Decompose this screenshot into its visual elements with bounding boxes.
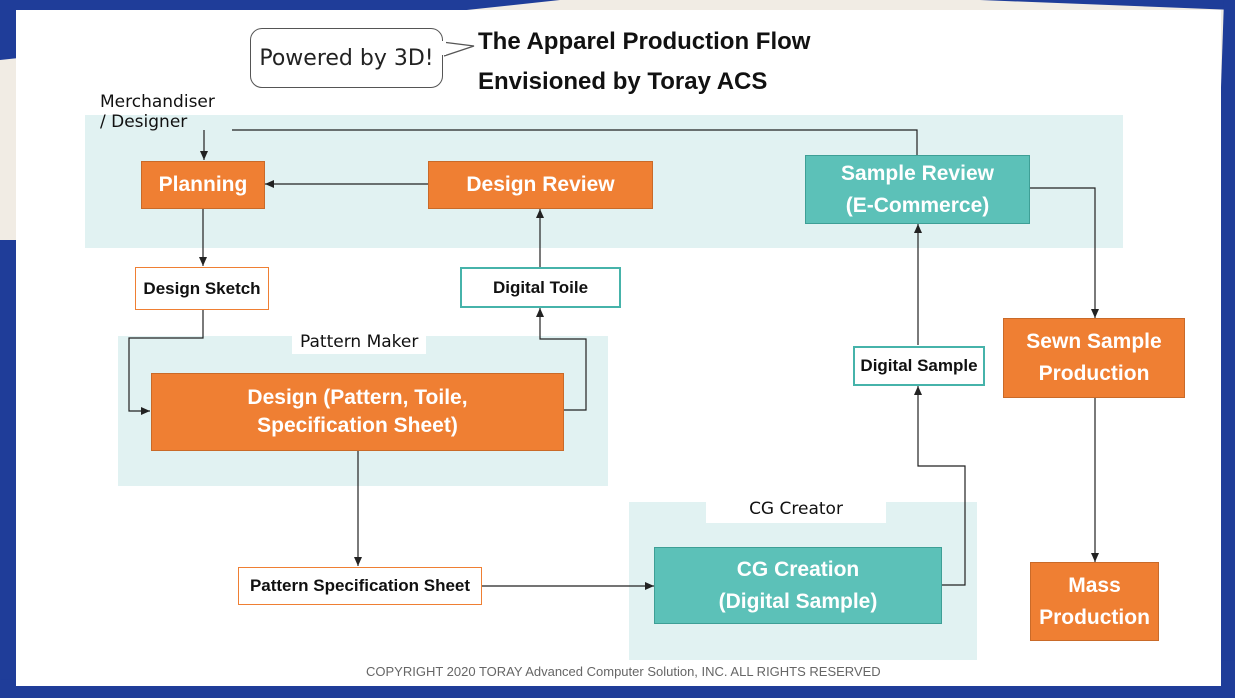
- line-merch-to-sample-review: [232, 129, 918, 155]
- node-planning: Planning: [141, 161, 265, 209]
- node-design-review-label: Design Review: [466, 173, 615, 196]
- node-design-sketch: Design Sketch: [135, 267, 269, 310]
- node-cg-creation: CG Creation (Digital Sample): [654, 547, 942, 624]
- node-pattern-spec-sheet-label: Pattern Specification Sheet: [249, 576, 471, 595]
- copyright-text: COPYRIGHT 2020 TORAY Advanced Computer S…: [366, 664, 881, 679]
- arrow-sketch-to-design: [128, 310, 204, 415]
- node-digital-toile: Digital Toile: [460, 267, 621, 308]
- node-design-line1: Design (Pattern, Toile,: [247, 386, 468, 409]
- page-title-line2: Envisioned by Toray ACS: [478, 68, 768, 95]
- node-pattern-spec-sheet: Pattern Specification Sheet: [238, 567, 482, 605]
- arrow-design-to-toile: [536, 308, 587, 411]
- node-design-sketch-label: Design Sketch: [143, 278, 261, 298]
- node-cg-creation-line1: CG Creation: [736, 557, 860, 581]
- node-digital-sample: Digital Sample: [853, 346, 985, 386]
- callout-text: Powered by 3D!: [259, 45, 434, 71]
- arrow-cg-to-digital-sample: [914, 386, 966, 586]
- arrow-review-to-sewn: [1030, 187, 1099, 318]
- node-mass-production-line1: Mass: [1068, 573, 1121, 597]
- role-merchandiser-line1: Merchandiser: [100, 92, 215, 112]
- node-planning-label: Planning: [158, 173, 248, 196]
- node-sewn-sample-line1: Sewn Sample: [1026, 330, 1162, 353]
- role-pattern-maker: Pattern Maker: [292, 330, 427, 354]
- node-sewn-sample-line2: Production: [1038, 362, 1150, 385]
- frame-blue-top-right: [980, 0, 1235, 10]
- callout-bubble: Powered by 3D!: [250, 28, 443, 88]
- role-cg-creator: CG Creator: [706, 498, 886, 523]
- node-sample-review: Sample Review (E-Commerce): [805, 155, 1030, 224]
- frame-blue-left: [0, 240, 16, 698]
- page-title-line1: The Apparel Production Flow: [478, 28, 811, 55]
- node-mass-production: Mass Production: [1030, 562, 1159, 641]
- node-sample-review-line2: (E-Commerce): [845, 193, 990, 217]
- node-cg-creation-line2: (Digital Sample): [718, 589, 878, 613]
- node-design-review: Design Review: [428, 161, 653, 209]
- node-digital-toile-label: Digital Toile: [492, 277, 589, 297]
- node-sample-review-line1: Sample Review: [841, 161, 994, 185]
- callout-tail: [441, 41, 475, 57]
- node-mass-production-line2: Production: [1039, 605, 1150, 629]
- node-design: Design (Pattern, Toile, Specification Sh…: [151, 373, 564, 451]
- node-sewn-sample: Sewn Sample Production: [1003, 318, 1185, 398]
- node-digital-sample-label: Digital Sample: [860, 356, 978, 375]
- callout-tail-cover: [438, 41, 446, 55]
- role-merchandiser-line2: / Designer: [100, 112, 188, 132]
- node-design-line2: Specification Sheet): [257, 414, 458, 437]
